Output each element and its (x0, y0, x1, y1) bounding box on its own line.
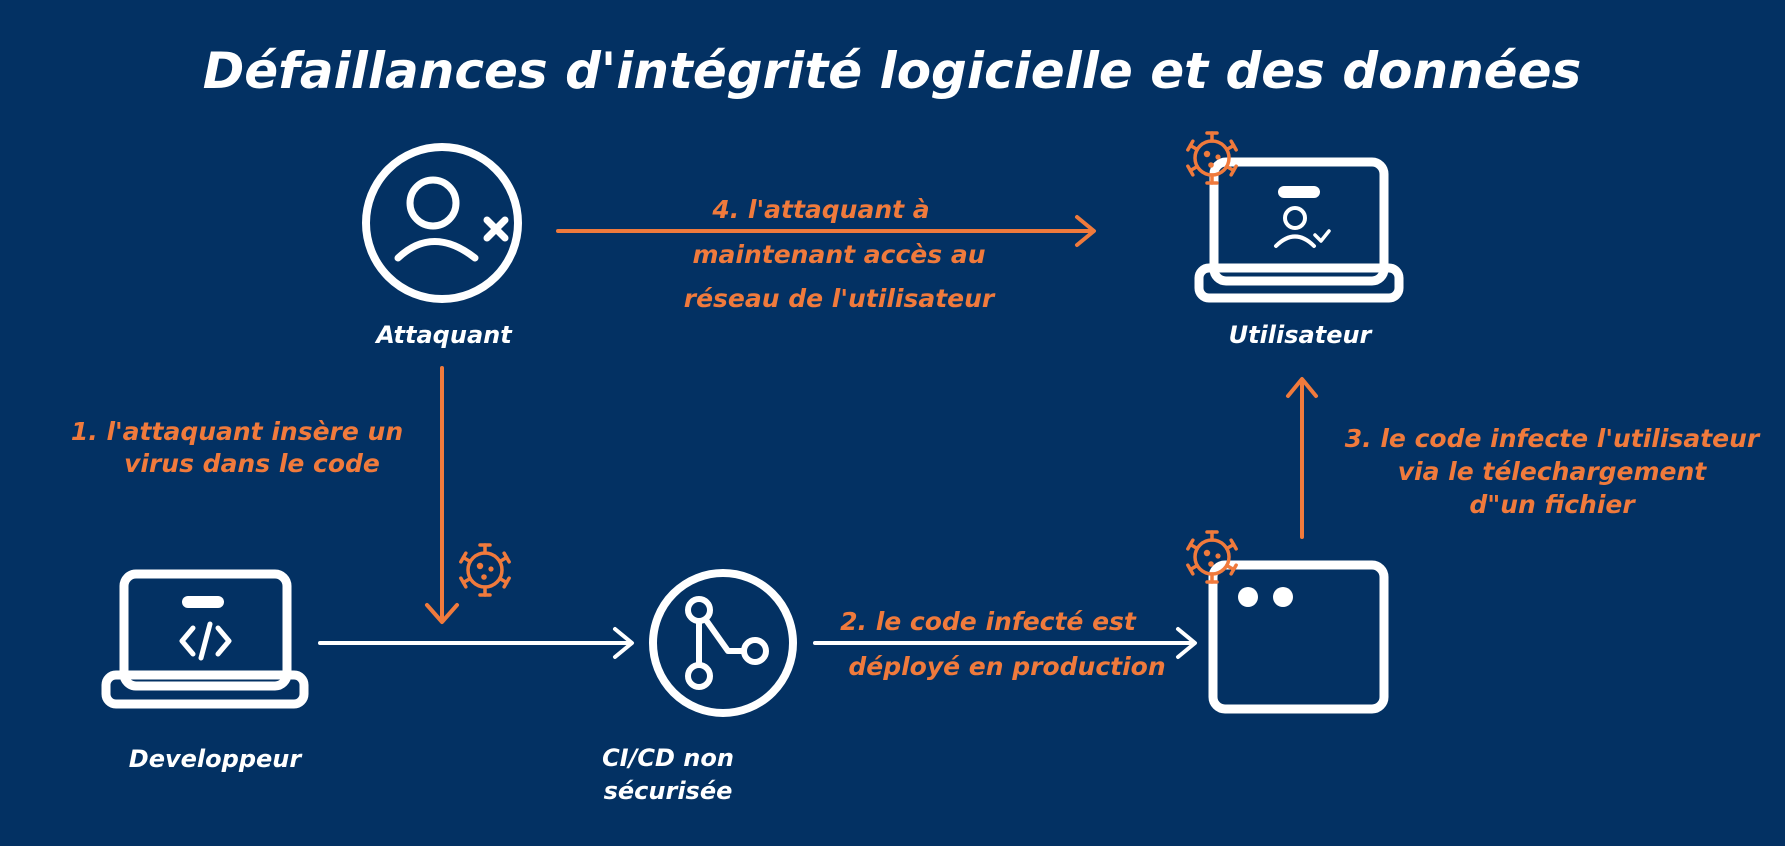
git-branch-icon (649, 569, 797, 717)
step-4-line-2: maintenant accès au (692, 240, 985, 269)
step-1-line-2: virus dans le code (124, 449, 380, 478)
step-3-label: 3. le code infecte l'utilisateur via le … (1345, 424, 1761, 519)
arrow-cicd-to-production (813, 627, 1197, 659)
step-2-label: 2. le code infecté est déployé en produc… (840, 607, 1166, 681)
attacker-label: Attaquant (374, 321, 513, 349)
developer-label: Developpeur (129, 745, 304, 773)
user-node: Utilisateur (1186, 131, 1404, 349)
arrow-production-to-user (1286, 377, 1318, 539)
arrow-attacker-to-user (556, 215, 1096, 247)
step-4-label: 4. l'attaquant à maintenant accès au rés… (684, 195, 996, 313)
page-title: Défaillances d'intégrité logicielle et d… (203, 42, 1582, 100)
cicd-label-line-1: CI/CD non (602, 744, 734, 772)
developer-node: Developpeur (101, 569, 309, 773)
step-3-line-3: d"un fichier (1469, 490, 1636, 519)
arrow-developer-to-cicd (318, 627, 634, 659)
cicd-label-line-2: sécurisée (604, 777, 733, 805)
laptop-code-icon (101, 569, 309, 709)
step-1-label: 1. l'attaquant insère un virus dans le c… (71, 417, 403, 478)
step-1-line-1: 1. l'attaquant insère un (71, 417, 403, 446)
step-3-line-2: via le télechargement (1398, 457, 1708, 486)
cicd-node: CI/CD non sécurisée (602, 569, 797, 805)
step-4-line-1: 4. l'attaquant à (711, 195, 929, 224)
virus-icon (459, 543, 511, 597)
virus-icon (1186, 530, 1238, 584)
production-node (1186, 530, 1389, 714)
step-3-line-1: 3. le code infecte l'utilisateur (1345, 424, 1761, 453)
browser-window-icon (1208, 560, 1389, 714)
user-x-icon (362, 143, 522, 303)
step-4-line-3: réseau de l'utilisateur (684, 284, 996, 313)
arrow-attacker-inserts-virus (425, 366, 459, 624)
step-2-line-1: 2. le code infecté est (840, 607, 1137, 636)
virus-icon (1186, 131, 1238, 185)
user-label: Utilisateur (1229, 321, 1374, 349)
laptop-user-check-icon (1194, 157, 1404, 303)
step-2-line-2: déployé en production (848, 652, 1165, 681)
attacker-node: Attaquant (362, 143, 522, 349)
